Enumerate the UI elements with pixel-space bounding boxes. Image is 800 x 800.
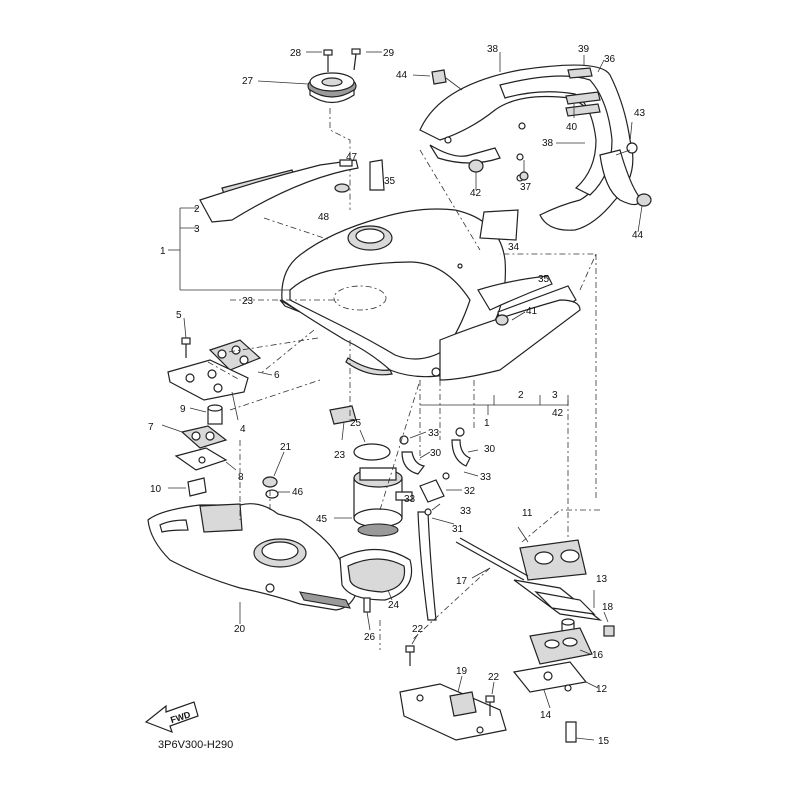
callout-7: 7 <box>148 422 154 433</box>
callout-29: 29 <box>383 48 395 59</box>
callout-28: 28 <box>290 48 302 59</box>
callout-3: 3 <box>552 390 558 401</box>
callout-18: 18 <box>602 602 614 613</box>
callout-labels: 28 29 27 38 39 36 44 43 40 38 47 35 42 3… <box>148 44 646 747</box>
callout-8: 8 <box>238 472 244 483</box>
callout-22: 22 <box>488 672 500 683</box>
callout-14: 14 <box>540 710 552 721</box>
callout-46: 46 <box>292 487 304 498</box>
callout-11: 11 <box>522 508 533 519</box>
callout-41: 41 <box>526 306 538 317</box>
callout-37: 37 <box>520 182 532 193</box>
callout-33: 33 <box>480 472 492 483</box>
callout-22: 22 <box>412 624 424 635</box>
callout-6: 6 <box>274 370 280 381</box>
callout-27: 27 <box>242 76 254 87</box>
callout-19: 19 <box>456 666 468 677</box>
callout-3: 3 <box>194 224 200 235</box>
callout-47: 47 <box>346 152 358 163</box>
callout-12: 12 <box>596 684 608 695</box>
fwd-arrow: FWD <box>144 701 199 734</box>
callout-26: 26 <box>364 632 376 643</box>
callout-45: 45 <box>316 514 328 525</box>
callout-24: 24 <box>388 600 400 611</box>
callout-33: 33 <box>428 428 440 439</box>
callout-25: 25 <box>350 418 362 429</box>
callout-42: 42 <box>470 188 482 199</box>
callout-15: 15 <box>598 736 610 747</box>
callout-23: 23 <box>334 450 346 461</box>
callout-23: 23 <box>242 296 254 307</box>
callout-1: 1 <box>484 418 490 429</box>
callout-38: 38 <box>542 138 554 149</box>
callout-21: 21 <box>280 442 292 453</box>
callout-30: 30 <box>484 444 496 455</box>
tail-cowling <box>419 64 641 231</box>
callout-36: 36 <box>604 54 616 65</box>
callout-2: 2 <box>194 204 200 215</box>
callout-44: 44 <box>396 70 408 81</box>
callout-2: 2 <box>518 390 524 401</box>
callout-35: 35 <box>538 274 550 285</box>
callout-1: 1 <box>160 246 166 257</box>
callout-31: 31 <box>452 524 464 535</box>
fuel-hoses <box>399 427 471 621</box>
callout-44: 44 <box>632 230 644 241</box>
right-bracket <box>455 537 615 743</box>
left-bracket <box>167 317 273 421</box>
callout-9: 9 <box>180 404 186 415</box>
fuel-pump-assembly <box>353 467 413 537</box>
callout-39: 39 <box>578 44 590 55</box>
fuel-tank-lower <box>147 503 357 611</box>
callout-40: 40 <box>566 122 578 133</box>
callout-38: 38 <box>487 44 499 55</box>
callout-34: 34 <box>508 242 520 253</box>
callout-10: 10 <box>150 484 162 495</box>
callout-42: 42 <box>552 408 564 419</box>
callout-48: 48 <box>318 212 330 223</box>
callout-43: 43 <box>634 108 646 119</box>
callout-4: 4 <box>240 424 246 435</box>
fuel-cap-assembly <box>257 48 382 210</box>
callout-32: 32 <box>464 486 476 497</box>
callout-5: 5 <box>176 310 182 321</box>
callout-20: 20 <box>234 624 246 635</box>
callout-30: 30 <box>430 448 442 459</box>
callout-33: 33 <box>404 494 416 505</box>
callout-17: 17 <box>456 576 468 587</box>
diagram-code: 3P6V300-H290 <box>158 739 233 751</box>
fuel-tank-cover <box>279 208 507 378</box>
callout-35: 35 <box>384 176 396 187</box>
callout-33: 33 <box>460 506 472 517</box>
callout-16: 16 <box>592 650 604 661</box>
callout-13: 13 <box>596 574 608 585</box>
